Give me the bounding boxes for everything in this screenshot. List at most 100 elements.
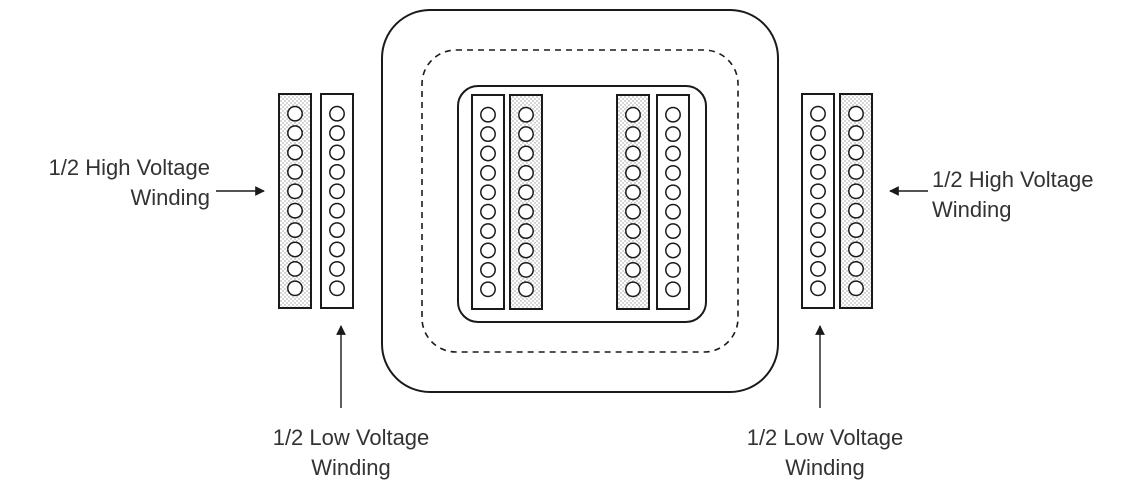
conductor-turn: [810, 222, 826, 239]
conductor-turn: [665, 126, 681, 143]
label-right-low-voltage: 1/2 Low Voltage Winding: [720, 423, 930, 483]
label-right-low-line2: Winding: [785, 455, 865, 480]
conductor-turn: [848, 125, 864, 142]
conductor-turn: [625, 223, 641, 240]
conductor-turn: [287, 144, 303, 161]
conductor-turn: [329, 280, 345, 297]
left-inner-high-voltage-column: [509, 94, 543, 310]
conductor-turn: [480, 261, 496, 278]
conductor-turn: [810, 144, 826, 161]
conductor-turn: [329, 183, 345, 200]
conductor-turn: [287, 163, 303, 180]
conductor-turn: [810, 202, 826, 219]
conductor-turn: [665, 203, 681, 220]
left-outer-low-voltage-column: [320, 93, 354, 309]
conductor-turn: [625, 242, 641, 259]
conductor-turn: [625, 203, 641, 220]
conductor-turn: [810, 183, 826, 200]
right-outer-low-voltage-column: [801, 93, 835, 309]
label-right-high-line1: 1/2 High Voltage: [932, 167, 1094, 192]
conductor-turn: [665, 242, 681, 259]
conductor-turn: [625, 184, 641, 201]
conductor-turn: [848, 144, 864, 161]
conductor-turn: [480, 126, 496, 143]
conductor-turn: [665, 223, 681, 240]
label-left-high-voltage: 1/2 High Voltage Winding: [6, 153, 210, 213]
conductor-turn: [848, 163, 864, 180]
conductor-turn: [810, 105, 826, 122]
conductor-turn: [848, 183, 864, 200]
conductor-turn: [810, 125, 826, 142]
winding-columns: [278, 93, 873, 310]
conductor-turn: [810, 241, 826, 258]
conductor-turn: [665, 145, 681, 162]
label-left-high-line2: Winding: [130, 185, 210, 210]
conductor-turn: [287, 183, 303, 200]
conductor-turn: [625, 106, 641, 123]
conductor-turn: [810, 280, 826, 297]
conductor-turn: [329, 202, 345, 219]
conductor-turn: [287, 260, 303, 277]
conductor-turn: [518, 242, 534, 259]
conductor-turn: [665, 106, 681, 123]
conductor-turn: [625, 261, 641, 278]
label-left-low-line1: 1/2 Low Voltage: [272, 425, 430, 450]
conductor-turn: [625, 126, 641, 143]
conductor-turn: [665, 164, 681, 181]
conductor-turn: [329, 222, 345, 239]
label-right-high-line2: Winding: [932, 197, 1012, 222]
conductor-turn: [480, 223, 496, 240]
conductor-turn: [625, 145, 641, 162]
label-left-low-voltage: 1/2 Low Voltage Winding: [246, 423, 456, 483]
conductor-turn: [518, 145, 534, 162]
conductor-turn: [518, 106, 534, 123]
conductor-turn: [480, 242, 496, 259]
conductor-turn: [329, 125, 345, 142]
conductor-turn: [518, 261, 534, 278]
conductor-turn: [848, 202, 864, 219]
conductor-turn: [848, 260, 864, 277]
right-outer-high-voltage-column: [839, 93, 873, 309]
conductor-turn: [287, 280, 303, 297]
conductor-turn: [665, 184, 681, 201]
conductor-turn: [329, 163, 345, 180]
conductor-turn: [848, 105, 864, 122]
conductor-turn: [518, 126, 534, 143]
label-left-low-line2: Winding: [311, 455, 391, 480]
conductor-turn: [287, 222, 303, 239]
conductor-turn: [665, 281, 681, 298]
conductor-turn: [480, 164, 496, 181]
conductor-turn: [518, 281, 534, 298]
conductor-turn: [518, 164, 534, 181]
right-inner-high-voltage-column: [616, 94, 650, 310]
label-right-high-voltage: 1/2 High Voltage Winding: [932, 165, 1132, 225]
left-inner-low-voltage-column: [471, 94, 505, 310]
label-left-high-line1: 1/2 High Voltage: [48, 155, 210, 180]
conductor-turn: [329, 260, 345, 277]
conductor-turn: [287, 202, 303, 219]
label-right-low-line1: 1/2 Low Voltage: [746, 425, 904, 450]
conductor-turn: [329, 241, 345, 258]
conductor-turn: [625, 281, 641, 298]
core-outer-outline: [381, 9, 779, 393]
conductor-turn: [287, 105, 303, 122]
conductor-turn: [518, 223, 534, 240]
conductor-turn: [329, 144, 345, 161]
conductor-turn: [480, 184, 496, 201]
conductor-turn: [518, 184, 534, 201]
conductor-turn: [810, 163, 826, 180]
conductor-turn: [848, 280, 864, 297]
conductor-turn: [480, 281, 496, 298]
conductor-turn: [480, 106, 496, 123]
conductor-turn: [480, 203, 496, 220]
left-outer-high-voltage-column: [278, 93, 312, 309]
conductor-turn: [848, 222, 864, 239]
conductor-turn: [518, 203, 534, 220]
conductor-turn: [287, 125, 303, 142]
core-dashed-flux-path: [421, 49, 739, 353]
core-window-outline: [457, 85, 707, 323]
right-inner-low-voltage-column: [656, 94, 690, 310]
conductor-turn: [287, 241, 303, 258]
conductor-turn: [625, 164, 641, 181]
